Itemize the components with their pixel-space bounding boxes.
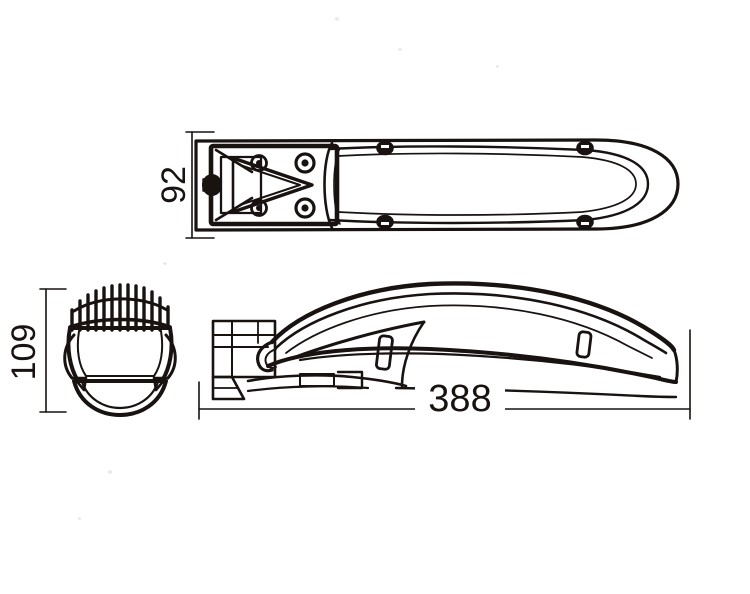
scan-speck: [496, 65, 499, 68]
top-view-body-seam: [337, 152, 637, 216]
top-view-brace: [214, 196, 254, 222]
top-view-bolt-boss: [250, 199, 268, 217]
side-view-geartray-bracket: [336, 370, 364, 390]
end-view-lens-tab-right: [152, 376, 168, 392]
side-view-cover-seam-inner: [285, 304, 653, 359]
side-view-neck-blend-inner: [264, 348, 277, 369]
top-view-screw-slot: [581, 145, 589, 148]
scan-speck: [78, 517, 81, 520]
end-view-fin-rail-upper: [72, 297, 169, 313]
top-view-brace: [214, 148, 254, 174]
top-view-clamp-triangle: [231, 156, 314, 214]
scan-speck: [335, 17, 339, 21]
side-view-geartray-box: [299, 373, 335, 387]
side-view-reflector-line: [288, 320, 426, 361]
side-view-cover-seam: [274, 292, 668, 355]
end-view-lens-inner: [80, 380, 160, 410]
end-view-latch-left: [63, 333, 76, 380]
top-view-screw-slot: [381, 145, 389, 148]
top-view-bolt-hole: [301, 204, 309, 212]
side-view-lens-lug: [375, 334, 394, 371]
top-view-cable-gland-stem: [202, 178, 213, 192]
end-view-lens-tab-left: [72, 376, 88, 392]
top-view-bolt-boss: [294, 152, 316, 174]
side-view-mount-bracket: [211, 319, 277, 379]
length-dimension-value-bg: [415, 383, 505, 417]
top-view-bolt-hole: [301, 159, 309, 167]
scan-speck: [398, 48, 402, 51]
top-view-screw-slot: [581, 222, 589, 225]
width-dimension-group: [185, 131, 215, 239]
top-view-outline: [194, 138, 680, 232]
top-view-bolt-hole: [256, 160, 262, 166]
width-dimension-value: 92: [155, 166, 193, 204]
top-view-bolt-hole: [256, 205, 262, 211]
end-view-housing-inner: [76, 330, 164, 377]
scan-speck: [108, 470, 112, 474]
height-dimension-value: 109: [5, 324, 43, 381]
top-view-bolt-boss: [294, 197, 316, 219]
length-dimension-value: 388: [428, 378, 491, 420]
end-view-latch-right: [164, 333, 177, 380]
top-view-group: [194, 138, 680, 232]
end-view-fin-rail-lower: [68, 317, 172, 329]
side-view-lens-inner: [298, 352, 662, 379]
top-view-bolt-boss: [250, 154, 268, 172]
side-view-geartray-line: [246, 374, 408, 388]
top-view-transition-line: [323, 141, 334, 230]
side-view-neck-blend: [256, 340, 274, 373]
side-view-group: [211, 281, 679, 401]
side-view-reflector-line-2: [400, 320, 426, 388]
side-view-top-arch: [269, 281, 677, 353]
side-view-bracket-foot: [211, 375, 246, 401]
end-view-group: [63, 283, 177, 417]
top-view-screw-slot: [381, 222, 389, 225]
end-view-lens: [72, 379, 168, 417]
scan-speck: [163, 262, 167, 265]
side-view-lens-lug: [575, 330, 593, 359]
side-view-lens-underside: [266, 346, 678, 384]
height-dimension-group: [39, 288, 67, 413]
top-view-lens-outline: [328, 145, 650, 225]
side-view-tail-tip: [672, 348, 679, 384]
